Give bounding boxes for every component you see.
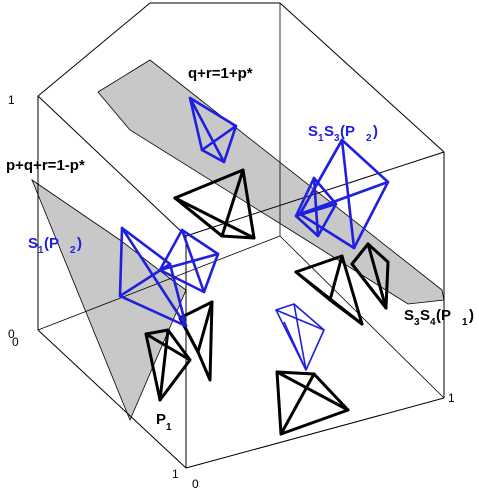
- tetrahedron-black-right-mid: [294, 254, 364, 326]
- cube-edge: [37, 95, 187, 237]
- svg-text:2: 2: [366, 133, 372, 144]
- svg-text:S: S: [404, 307, 414, 324]
- svg-text:2: 2: [70, 245, 76, 256]
- svg-text:1: 1: [462, 317, 468, 328]
- tick-left-zero-2: 0: [12, 335, 19, 349]
- tick-right-one: 1: [448, 391, 455, 405]
- tetrahedron-black-right: [350, 242, 390, 310]
- tetrahedron-black-bottom: [275, 370, 350, 436]
- svg-text:(P: (P: [436, 307, 451, 324]
- svg-text:3: 3: [334, 133, 340, 144]
- label-p1: P 1: [156, 411, 172, 433]
- tetrahedron-black-upper: [173, 168, 256, 240]
- tick-bottom-left-one: 1: [172, 467, 179, 481]
- svg-text:4: 4: [430, 317, 436, 328]
- cube-edge: [279, 235, 445, 399]
- svg-text:(P: (P: [44, 235, 59, 252]
- tetrahedron-blue-left-small: [158, 228, 220, 294]
- svg-text:(P: (P: [340, 123, 355, 140]
- svg-text:): ): [373, 123, 378, 140]
- tick-left-zero: 0: [8, 327, 15, 341]
- label-plane-left: p+q+r=1-p*: [6, 157, 85, 174]
- label-s1-p2: S 1 (P 2 ): [28, 235, 82, 256]
- svg-text:1: 1: [166, 422, 172, 433]
- cube-edge: [185, 397, 445, 469]
- plane-p-q-r-1-minus-p: [31, 178, 187, 422]
- svg-text:): ): [469, 307, 474, 324]
- label-plane-top: q+r=1+p*: [188, 65, 253, 82]
- cube-edge: [279, 2, 445, 153]
- tetrahedron-blue-bottom: [275, 303, 325, 371]
- svg-text:S: S: [308, 123, 318, 140]
- tick-bottom-zero: 0: [192, 477, 199, 491]
- tetrahedron-black-left: [144, 328, 192, 402]
- label-s3s4-p1: S 3 S 4 (P 1 ): [404, 307, 474, 328]
- svg-text:S: S: [28, 235, 38, 252]
- svg-text:1: 1: [38, 245, 44, 256]
- cube-edge: [37, 329, 187, 469]
- cube-edge: [37, 2, 151, 97]
- svg-text:1: 1: [318, 133, 324, 144]
- svg-text:S: S: [420, 307, 430, 324]
- svg-text:P: P: [156, 411, 166, 428]
- tetrahedron-blue-top: [188, 96, 238, 164]
- svg-text:3: 3: [414, 317, 420, 328]
- label-s1s3-p2: S 1 S 3 (P 2 ): [308, 123, 378, 144]
- svg-text:S: S: [324, 123, 334, 140]
- tetrahedron-blue-right-small: [294, 176, 338, 238]
- svg-text:): ): [77, 235, 82, 252]
- tick-left-top: 1: [8, 93, 15, 107]
